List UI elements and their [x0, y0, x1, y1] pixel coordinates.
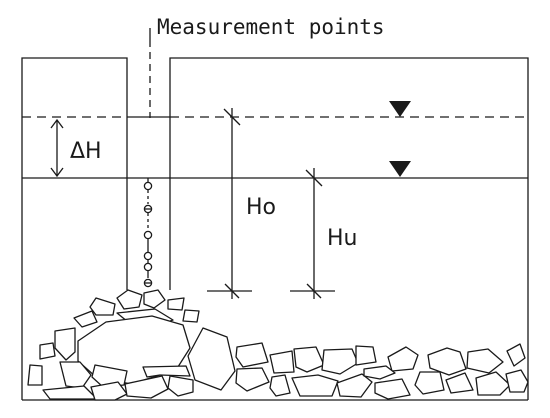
- rock: [27, 364, 43, 386]
- rock: [291, 374, 339, 397]
- rock: [506, 343, 526, 367]
- measurement-point: [143, 230, 153, 240]
- upper-level-triangle-icon: [389, 101, 411, 117]
- rock: [363, 365, 396, 380]
- delta-h-arrow-bottom: [50, 167, 64, 178]
- measurement-point: [143, 251, 153, 261]
- delta-h-arrow-top: [50, 118, 64, 129]
- rock: [143, 289, 166, 309]
- rock: [54, 327, 76, 361]
- rock: [321, 348, 359, 375]
- measurement-point: [143, 278, 153, 288]
- gravel-bed: [27, 289, 529, 401]
- right-chamber-outline: [169, 57, 529, 400]
- rock: [167, 297, 185, 311]
- rock: [269, 350, 295, 374]
- rock: [336, 373, 373, 398]
- rock: [73, 310, 98, 328]
- hu-tick-top: [305, 169, 323, 187]
- rock: [355, 345, 377, 366]
- measurement-point: [143, 262, 153, 272]
- rock: [427, 347, 467, 376]
- rock: [42, 385, 98, 400]
- rock: [182, 309, 200, 323]
- ho-tick-top: [223, 108, 241, 126]
- rock: [59, 361, 92, 389]
- measurement-point-chain: [143, 178, 153, 288]
- rock: [387, 346, 419, 372]
- rock: [90, 381, 128, 401]
- ho-label: Ho: [246, 195, 276, 220]
- rock: [187, 327, 236, 391]
- rock: [475, 371, 511, 396]
- lower-level-triangle-icon: [389, 161, 411, 177]
- rock: [293, 346, 325, 373]
- rock: [466, 348, 504, 374]
- delta-h-label: ΔH: [70, 139, 102, 164]
- hu-label: Hu: [327, 226, 358, 251]
- rock: [116, 289, 143, 310]
- left-chamber-outline: [21, 57, 128, 400]
- rock: [142, 365, 191, 378]
- rock: [235, 367, 270, 392]
- rock: [167, 375, 194, 397]
- rock: [414, 371, 445, 395]
- rock: [505, 369, 529, 393]
- callout-label: Measurement points: [157, 15, 385, 39]
- measurement-point: [143, 204, 153, 214]
- rock: [445, 372, 474, 394]
- rock: [89, 297, 116, 316]
- rock: [124, 375, 169, 399]
- rock: [374, 378, 411, 400]
- rock: [235, 342, 269, 368]
- rock: [39, 342, 56, 360]
- measurement-point: [143, 181, 153, 191]
- rock: [269, 374, 291, 397]
